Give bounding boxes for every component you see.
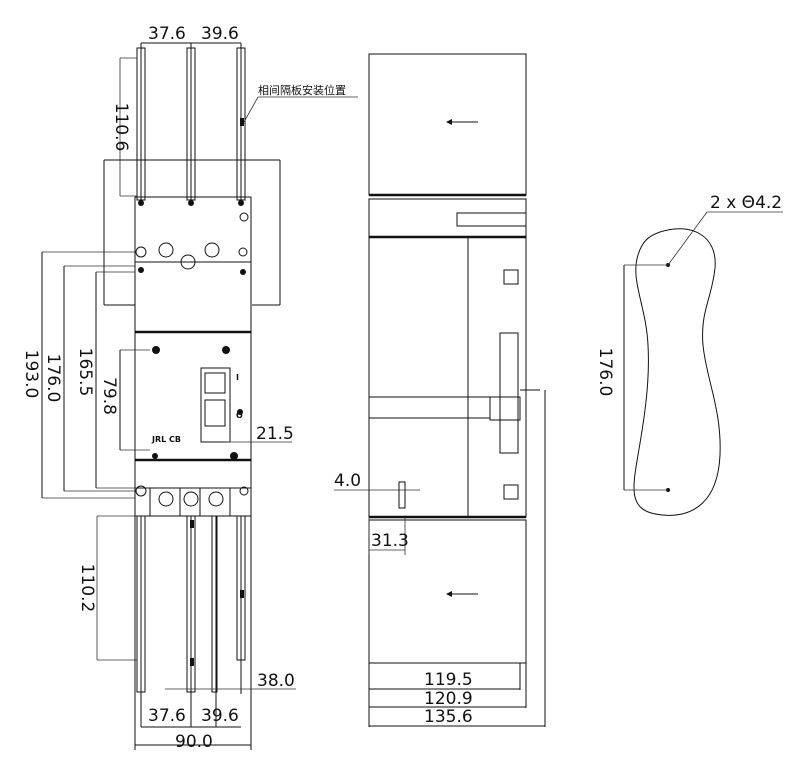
dim-top-pitch-right: 39.6 [201, 24, 239, 44]
phase-separator-outline: 相间隔板安装位置 [103, 83, 358, 306]
dim-bottom-pitch-right: 39.6 [201, 706, 239, 726]
dim-handle-offset: 21.5 [256, 424, 294, 444]
dim-bottom-pitch-left: 37.6 [148, 706, 186, 726]
dim-depth-1: 119.5 [424, 670, 473, 690]
hole-note: 2 x Θ4.2 [710, 193, 782, 213]
dim-height-176: 176.0 [43, 354, 63, 403]
front-view: 37.6 39.6 110.6 相间隔板安装位置 [21, 24, 358, 752]
handle-mark-on: I [236, 373, 239, 382]
breaker-body: JRL CB [134, 196, 252, 517]
phase-separator-note: 相间隔板安装位置 [258, 83, 346, 97]
top-pitch-dimension: 37.6 39.6 110.6 [111, 24, 241, 151]
mounting-outline [633, 228, 721, 516]
side-bottom-block [368, 519, 527, 664]
side-body [368, 198, 527, 518]
dim-offset: 31.3 [371, 531, 409, 551]
clearance-dimension: 4.0 31.3 [334, 471, 420, 555]
dim-handle-height: 79.8 [99, 377, 119, 415]
dim-bottom-offset: 38.0 [257, 671, 295, 691]
dim-top-height: 110.6 [111, 103, 131, 152]
handle-mark-off: O [236, 411, 243, 420]
dim-clearance: 4.0 [334, 471, 361, 491]
handle-offset-dimension: 21.5 [225, 424, 294, 444]
mounting-view: 176.0 2 x Θ4.2 [595, 193, 783, 516]
top-busbars [119, 43, 246, 201]
dim-depth-3: 135.6 [424, 707, 473, 727]
side-view: 4.0 31.3 119.5 120.9 135.6 [334, 53, 546, 727]
bottom-busbars: 110.2 38.0 [77, 515, 296, 727]
nameplate-text: JRL CB [151, 435, 181, 444]
dim-top-pitch-left: 37.6 [148, 24, 186, 44]
dim-height-193: 193.0 [21, 350, 41, 399]
dim-hole-spacing: 176.0 [595, 348, 615, 397]
dim-total-width: 90.0 [175, 732, 213, 752]
side-top-block [368, 53, 527, 196]
dim-height-165: 165.5 [75, 348, 95, 397]
depth-dimensions: 119.5 120.9 135.6 [368, 390, 546, 727]
left-height-dimensions: 193.0 176.0 165.5 79.8 [21, 251, 150, 499]
dim-depth-2: 120.9 [424, 689, 473, 709]
operating-handle: I O [200, 367, 243, 443]
dim-bottom-height: 110.2 [77, 564, 97, 613]
bottom-width-dimensions: 37.6 39.6 90.0 [134, 516, 252, 752]
